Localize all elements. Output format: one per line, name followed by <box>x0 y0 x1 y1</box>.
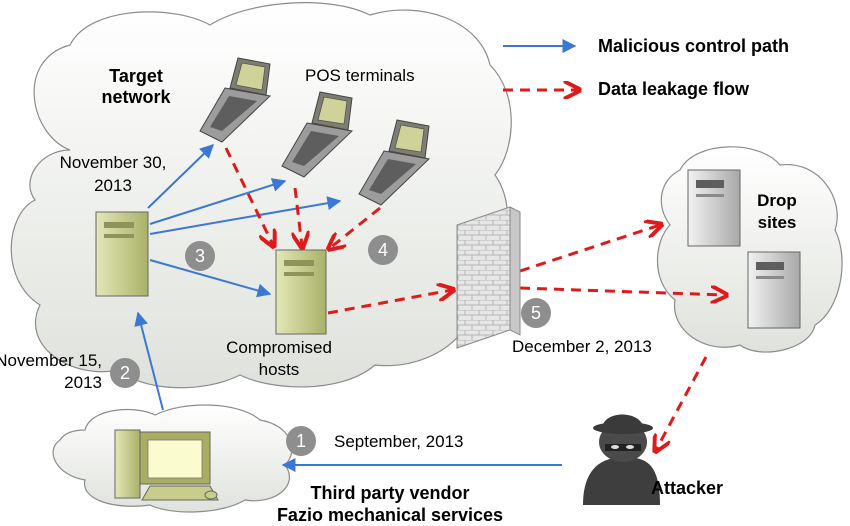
pos-terminals-label: POS terminals <box>305 66 415 85</box>
compromised-hosts-label: Compromised hosts <box>214 337 344 381</box>
vendor-line1: Third party vendor <box>310 483 470 503</box>
attacker-figure <box>583 414 660 505</box>
date-nov15: November 15, 2013 <box>0 350 102 394</box>
date-nov30-line1: November 30, <box>59 153 167 172</box>
compromised-line2: hosts <box>258 360 300 379</box>
date-nov15-line1: November 15, <box>0 351 102 370</box>
pos-terminal-2 <box>281 91 354 178</box>
control-arrows <box>134 144 562 472</box>
date-nov30: November 30, 2013 <box>46 151 180 197</box>
drop-server-2 <box>747 251 801 329</box>
pos-terminal-1 <box>199 57 272 143</box>
target-network-line2: network <box>101 87 171 107</box>
pos-terminal-3 <box>358 119 431 206</box>
vendor-label: Third party vendor Fazio mechanical serv… <box>250 482 530 526</box>
legend-control-label: Malicious control path <box>598 36 790 56</box>
date-nov15-line2: 2013 <box>64 373 102 392</box>
step-badge-4: 4 <box>368 235 398 265</box>
target-network-line1: Target <box>109 66 163 86</box>
step-badge-1: 1 <box>286 426 316 456</box>
target-server <box>95 211 149 297</box>
drop-sites-line2: sites <box>757 213 797 232</box>
step-badge-5: 5 <box>521 298 551 328</box>
compromised-line1: Compromised <box>226 338 332 357</box>
compromised-host-server <box>275 249 327 335</box>
vendor-line2: Fazio mechanical services <box>276 505 504 525</box>
legend-leak-label: Data leakage flow <box>598 79 750 99</box>
drop-sites-label: Drop sites <box>742 190 812 234</box>
vendor-computer <box>114 429 219 501</box>
step-badge-3: 3 <box>185 241 215 271</box>
leak-arrows <box>224 147 725 450</box>
target-network-label: Target network <box>96 66 176 108</box>
date-dec2: December 2, 2013 <box>512 337 652 356</box>
attacker-label: Attacker <box>651 478 724 498</box>
date-nov30-line2: 2013 <box>94 176 132 195</box>
date-sep: September, 2013 <box>334 432 464 451</box>
drop-server-1 <box>687 169 741 247</box>
step-badge-2: 2 <box>110 358 140 388</box>
firewall <box>456 206 521 349</box>
drop-sites-line1: Drop <box>757 191 797 210</box>
